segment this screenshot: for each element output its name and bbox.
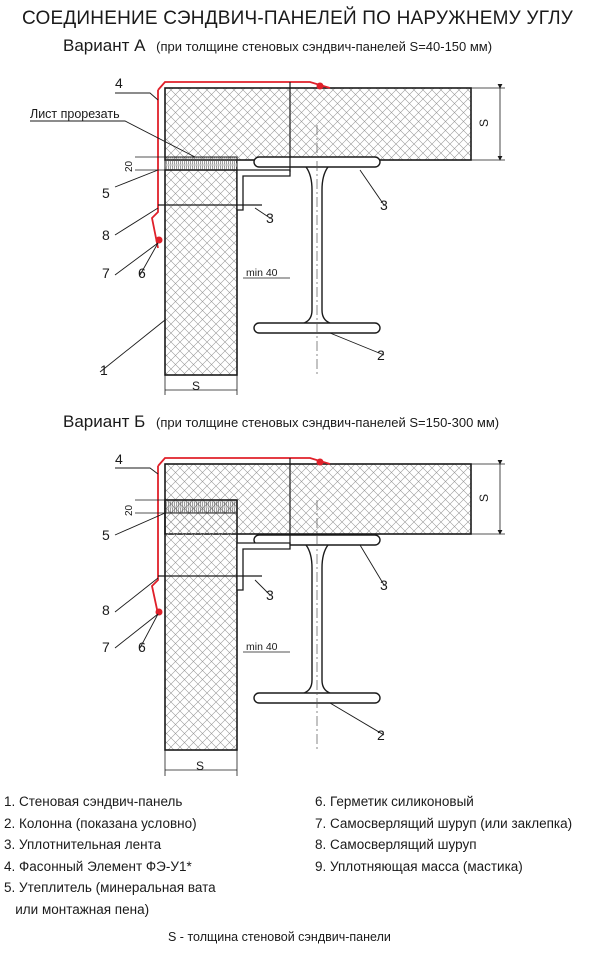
callout-5-a: 5 [102, 185, 110, 201]
callout-7-b: 7 [102, 639, 110, 655]
dim-20-a: 20 [124, 160, 135, 172]
dimension-lines [135, 84, 505, 395]
callout-3b-b: 3 [380, 577, 388, 593]
footnote: S - толщина стеновой сэндвич-панели [168, 930, 391, 944]
cut-label-a: Лист прорезать [30, 107, 120, 121]
callout-7-a: 7 [102, 265, 110, 281]
legend-item-5: 5. Утеплитель (минеральная вата [4, 880, 216, 895]
legend-item-8: 8. Самосверлящий шуруп [315, 837, 477, 852]
legend-item-6: 6. Герметик силиконовый [315, 794, 474, 809]
legend-item-3: 3. Уплотнительная лента [4, 837, 162, 852]
sealant-dot-side-b [155, 608, 163, 616]
dim-s-right-b: S [477, 494, 491, 502]
callout-6-b: 6 [138, 639, 146, 655]
callout-2-a: 2 [377, 347, 385, 363]
insulation-strip-b [164, 499, 238, 514]
callout-6-a: 6 [138, 265, 146, 281]
insulation-strip [164, 156, 238, 171]
legend-item-5-cont: или монтажная пена) [4, 901, 150, 917]
variant-a-name: Вариант А [63, 36, 146, 55]
variant-a-condition: (при толщине стеновых сэндвич-панелей S=… [156, 39, 493, 54]
callout-1-a: 1 [100, 362, 108, 378]
dim-s-bottom-b: S [196, 759, 204, 773]
dim-s-bottom-a: S [192, 379, 200, 393]
legend-right: 6. Герметик силиконовый 7. Самосверлящий… [315, 791, 572, 877]
callout-3b-a: 3 [380, 197, 388, 213]
variant-a-heading: Вариант А (при толщине стеновых сэндвич-… [63, 36, 492, 56]
legend-item-7: 7. Самосверлящий шуруп (или заклепка) [315, 815, 573, 831]
callout-5-b: 5 [102, 527, 110, 543]
dimension-lines-b [135, 460, 505, 776]
sealant-dot-top [316, 82, 324, 90]
callout-3a-a: 3 [266, 210, 274, 226]
wall-panel-b [164, 499, 238, 751]
dim-min40-a: min 40 [246, 267, 278, 279]
legend-item-9: 9. Уплотняющая масса (мастика) [315, 858, 523, 874]
wall-panel [164, 169, 238, 376]
callout-8-a: 8 [102, 227, 110, 243]
callout-4-a: 4 [115, 75, 123, 91]
legend-left: 1. Стеновая сэндвич-панель 2. Колонна (п… [4, 791, 216, 920]
legend-item-4: 4. Фасонный Элемент ФЭ-У1* [4, 858, 192, 874]
drawing-title: СОЕДИНЕНИЕ СЭНДВИЧ-ПАНЕЛЕЙ ПО НАРУЖНЕМУ … [22, 8, 574, 29]
variant-b-condition: (при толщине стеновых сэндвич-панелей S=… [156, 415, 500, 430]
angle-bracket-b [236, 542, 291, 591]
callout-leaders-b [114, 467, 385, 736]
dim-min40-b: min 40 [246, 641, 278, 653]
sealant-dot-side [155, 236, 163, 244]
sealant-dot-top-b [316, 458, 324, 466]
callout-4-b: 4 [115, 451, 123, 467]
callout-leaders [30, 92, 385, 373]
variant-b-name: Вариант Б [63, 412, 146, 431]
roof-panel [164, 87, 472, 161]
dim-s-right-a: S [477, 119, 491, 127]
legend-item-1: 1. Стеновая сэндвич-панель [4, 794, 183, 809]
callout-8-b: 8 [102, 602, 110, 618]
variant-b-heading: Вариант Б (при толщине стеновых сэндвич-… [63, 412, 499, 432]
legend-item-2: 2. Колонна (показана условно) [4, 815, 197, 831]
callout-2-b: 2 [377, 727, 385, 743]
dim-20-b: 20 [124, 504, 135, 516]
callout-3a-b: 3 [266, 587, 274, 603]
